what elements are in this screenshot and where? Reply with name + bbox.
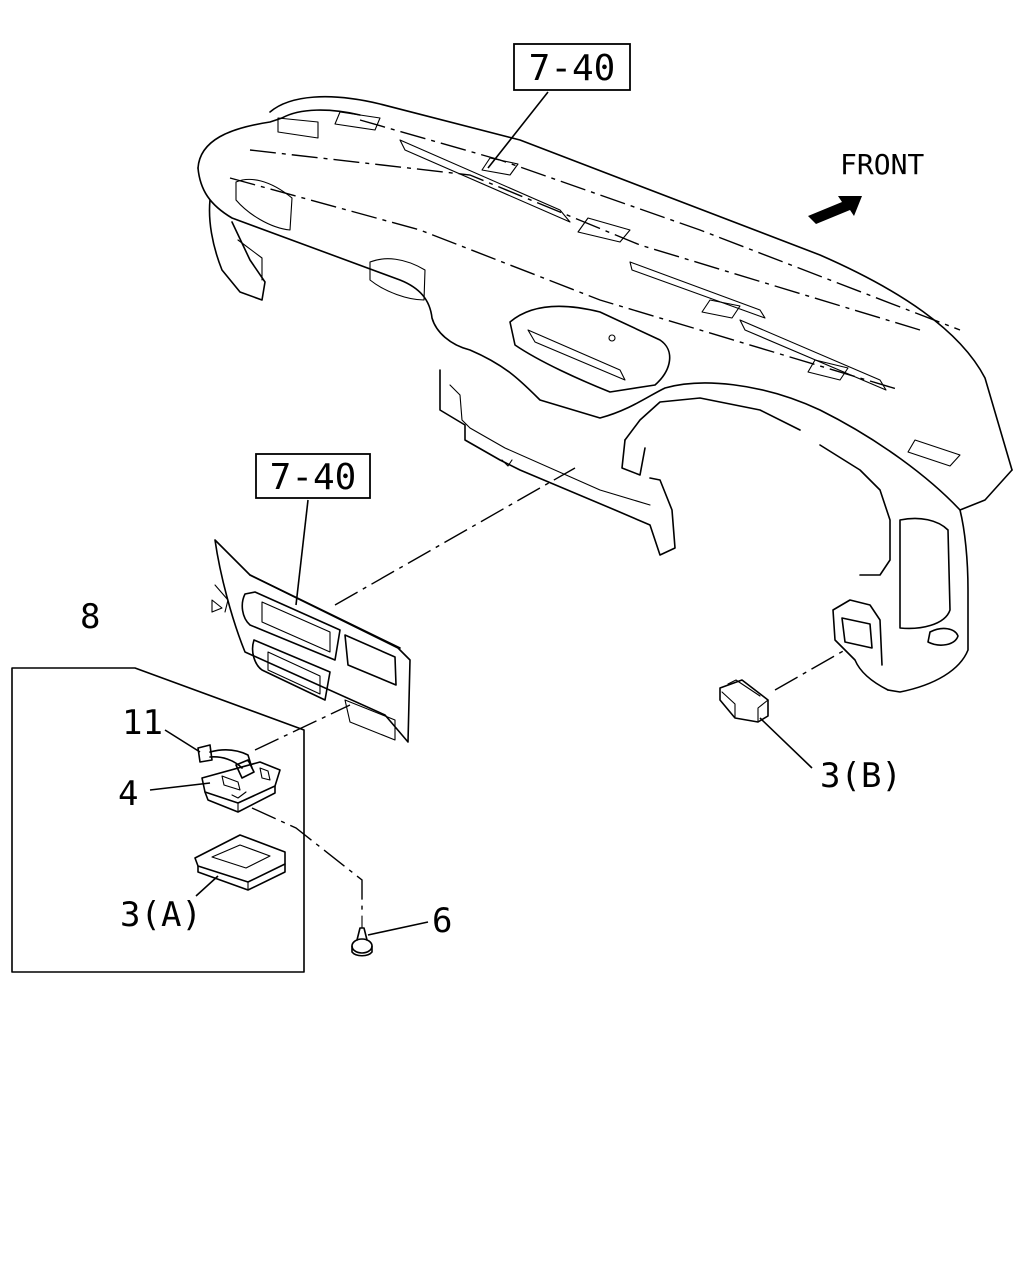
front-label: FRONT — [840, 148, 924, 181]
ref-box-top: 7-40 — [513, 43, 631, 91]
part-label-11: 11 — [122, 703, 163, 743]
part-label-3b: 3(B) — [820, 756, 902, 796]
defroster-vents — [334, 111, 961, 467]
part-6-screw — [351, 915, 373, 957]
ref-label-mid: 7-40 — [270, 457, 357, 498]
part-label-3a: 3(A) — [120, 895, 202, 935]
part-11-harness — [197, 744, 255, 779]
instrument-panel — [197, 96, 1013, 693]
kit-box-outline — [11, 667, 305, 973]
part-3b-cover — [719, 679, 769, 723]
front-arrow-icon — [808, 196, 862, 224]
ref-box-mid: 7-40 — [255, 453, 371, 499]
leader-lines — [149, 91, 846, 936]
part-3a-cover — [194, 834, 286, 891]
part-4-switch — [201, 761, 281, 813]
part-label-6: 6 — [432, 901, 452, 941]
part-label-4: 4 — [118, 774, 138, 814]
ref-label-top: 7-40 — [529, 48, 616, 89]
center-bezel — [211, 539, 411, 743]
part-label-8: 8 — [80, 597, 100, 637]
